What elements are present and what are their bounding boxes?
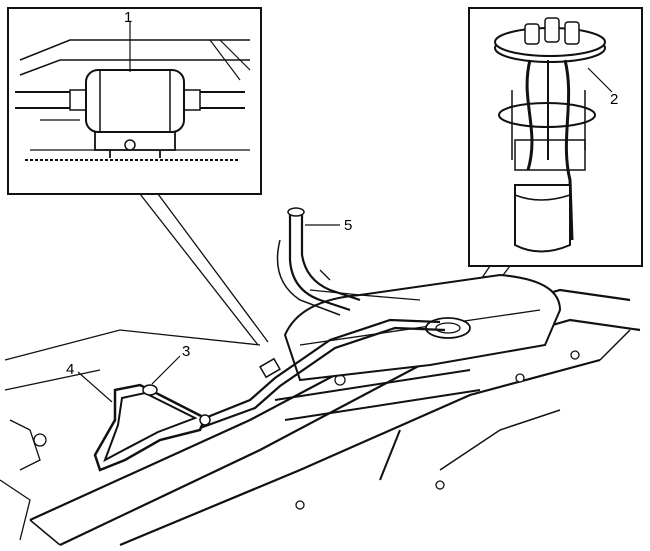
callout-4-leader [77, 371, 113, 403]
fuel-pump-inset [468, 7, 643, 267]
fuel-feed-line [199, 318, 441, 422]
callout-label-2: 2 [610, 91, 618, 108]
fuel-tank [283, 273, 562, 382]
vapor-hose-assembly [77, 355, 211, 472]
hose-clamp-3 [142, 384, 158, 396]
fuel-filter-body [85, 69, 185, 133]
fuel-filter-inset [7, 7, 262, 195]
callout-label-3: 3 [182, 343, 190, 360]
fuel-pump-opening [425, 317, 471, 339]
fuel-pump-reservoir [514, 184, 571, 253]
fuel-filter-bracket [94, 132, 176, 158]
callout-3-leader [151, 355, 181, 385]
fuel-line-outlet [200, 91, 245, 109]
fuel-line-inlet [15, 91, 75, 109]
callout-label-1: 1 [124, 9, 132, 26]
callout-label-4: 4 [66, 361, 74, 378]
inset-1-zoom-lines [139, 193, 269, 346]
fuel-filler-neck [276, 207, 421, 316]
callout-2-leader [587, 67, 613, 93]
callout-label-5: 5 [344, 217, 352, 234]
fuel-return-line [199, 326, 446, 430]
